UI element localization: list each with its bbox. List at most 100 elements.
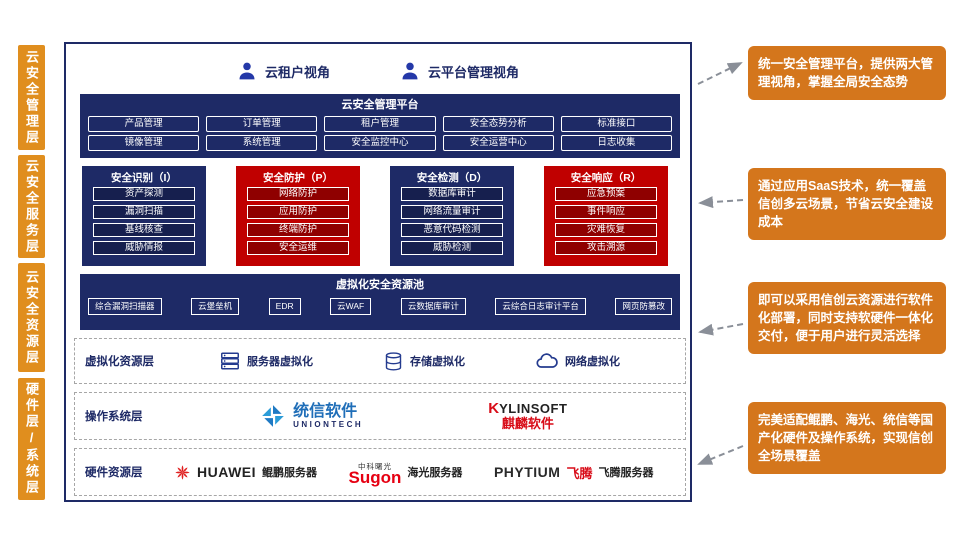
pool-item: 云堡垒机 [191,298,240,315]
huawei-brand: HUAWEI [197,464,257,480]
security-item: 灾难恢复 [555,223,657,237]
person-icon [239,62,255,80]
security-column-title: 安全响应（R） [570,172,642,184]
connector-1 [697,62,743,85]
security-item: 终端防护 [247,223,349,237]
platform-admin-view: 云平台管理视角 [400,61,519,81]
uniontech-name: 统信软件 [293,403,358,420]
callout-saas: 通过应用SaaS技术，统一覆盖信创多云场景，节省云安全建设成本 [748,168,946,241]
security-column-title: 安全检测（D） [416,172,488,184]
huawei-vendor: HUAWEI 鲲鹏服务器 [174,464,317,481]
kylin-rest: YLINSOFT [499,401,568,416]
security-item: 恶意代码检测 [401,223,503,237]
pool-item: EDR [268,298,301,315]
tenant-view-label: 云租户视角 [264,64,330,80]
security-column-protect: 安全防护（P） 网络防护应用防护终端防护安全运维 [236,166,360,266]
security-column-identify: 安全识别（I） 资产探测漏洞扫描基线核查威胁情报 [82,166,206,266]
module-pill: 安全监控中心 [324,135,436,151]
kylin-mark: K [488,400,500,417]
module-pill: 标准接口 [560,116,673,132]
network-virtualization: 网络虚拟化 [535,349,620,373]
virtualization-layer-label: 虚拟化资源层 [85,356,154,368]
security-column-detect: 安全检测（D） 数据库审计网络流量审计恶意代码检测威胁检测 [390,166,514,266]
person-icon [402,62,418,80]
layer-tag-management: 云安全管理层 [18,45,45,150]
connector-3 [698,323,744,336]
hygon-server-label: 海光服务器 [407,467,463,479]
phytium-vendor: PHYTIUM 飞腾 飞腾服务器 [494,463,654,482]
view-row: 云租户视角 云平台管理视角 [66,54,690,88]
os-layer-label: 操作系统层 [85,411,143,423]
layer-tag-service: 云安全服务层 [18,155,45,258]
os-layer: 操作系统层 统信软件 UNIONTECH KYLINSOFT 麒麟软件 [74,392,686,440]
management-platform: 云安全管理平台 产品管理订单管理租户管理安全态势分析标准接口 镜像管理系统管理安… [80,94,680,158]
security-item: 资产探测 [93,187,195,201]
security-item: 应急预案 [555,187,657,201]
security-column-title: 安全识别（I） [111,172,177,184]
callout-deployment: 即可以采用信创云资源进行软件化部署，同时支持软硬件一体化交付，便于用户进行灵活选… [748,282,946,355]
uniontech-logo: 统信软件 UNIONTECH [260,403,363,429]
module-pill: 镜像管理 [88,135,200,151]
storage-virtualization: 存储虚拟化 [383,351,465,372]
database-icon [385,351,402,371]
layer-tag-hardware: 硬件层/系统层 [18,378,45,500]
connector-4 [697,445,744,465]
management-platform-title: 云安全管理平台 [341,99,419,111]
pool-item: 云数据库审计 [400,298,466,315]
phytium-cn: 飞腾 [566,465,593,481]
security-item: 事件响应 [555,205,657,219]
module-pill: 安全运营中心 [442,135,554,151]
hardware-layer: 硬件资源层 HUAWEI 鲲鹏服务器 中科曙光 Sugon 海光服务器 PHYT… [74,448,686,496]
kunpeng-server-label: 鲲鹏服务器 [262,467,318,479]
module-pill: 系统管理 [206,135,318,151]
security-column-respond: 安全响应（R） 应急预案事件响应灾难恢复攻击溯源 [544,166,668,266]
management-modules-row1: 产品管理订单管理租户管理安全态势分析标准接口 [88,116,673,132]
module-pill: 安全态势分析 [442,116,554,132]
virtualization-layer: 虚拟化资源层 服务器虚拟化 存储虚拟化 网络虚拟化 [74,338,686,384]
security-item: 安全运维 [247,241,349,255]
pool-item: 云WAF [330,298,372,315]
platform-admin-view-label: 云平台管理视角 [428,64,520,80]
kylinsoft-logo: KYLINSOFT 麒麟软件 [488,401,567,431]
security-item: 攻击溯源 [555,241,657,255]
sugon-cn-name: 中科曙光 [357,462,392,471]
pool-item: 网页防篡改 [615,298,672,315]
layer-tag-resource: 云安全资源层 [18,263,45,372]
module-pill: 日志收集 [560,135,673,151]
security-item: 应用防护 [247,205,349,219]
tenant-view: 云租户视角 [237,61,330,81]
kylin-name: 麒麟软件 [501,416,554,431]
security-item: 漏洞扫描 [93,205,195,219]
security-item: 数据库审计 [401,187,503,201]
sugon-brand: Sugon [348,468,402,487]
connector-2 [698,196,744,209]
module-pill: 产品管理 [88,116,200,132]
uniontech-sub: UNIONTECH [293,420,364,429]
callout-management-platform: 统一安全管理平台，提供两大管理视角，掌握全局安全态势 [748,46,946,101]
security-item: 威胁检测 [401,241,503,255]
security-column-title: 安全防护（P） [262,172,333,184]
security-item: 网络防护 [247,187,349,201]
security-item: 基线核查 [93,223,195,237]
storage-virtualization-label: 存储虚拟化 [410,356,465,368]
phytium-server-label: 飞腾服务器 [598,467,654,479]
hardware-layer-label: 硬件资源层 [85,467,143,479]
architecture-panel: 云租户视角 云平台管理视角 云安全管理平台 产品管理订单管理租户管理安全态势分析… [64,42,692,502]
server-virtualization-label: 服务器虚拟化 [247,356,313,368]
uniontech-mark-icon [262,405,284,427]
security-item: 威胁情报 [93,241,195,255]
resource-pool-title: 虚拟化安全资源池 [336,279,424,291]
phytium-brand: PHYTIUM [493,464,561,480]
management-modules-row2: 镜像管理系统管理安全监控中心安全运营中心日志收集 [88,135,673,151]
module-pill: 租户管理 [324,116,436,132]
pool-item: 云综合日志审计平台 [495,298,586,315]
server-virtualization: 服务器虚拟化 [219,350,313,372]
huawei-flower-icon [175,464,190,480]
callout-hardware-coverage: 完美适配鲲鹏、海光、统信等国产化硬件及操作系统，实现信创全场景覆盖 [748,402,946,475]
sugon-vendor: 中科曙光 Sugon 海光服务器 [348,461,463,487]
server-icon [221,352,239,370]
network-virtualization-label: 网络虚拟化 [565,356,620,368]
